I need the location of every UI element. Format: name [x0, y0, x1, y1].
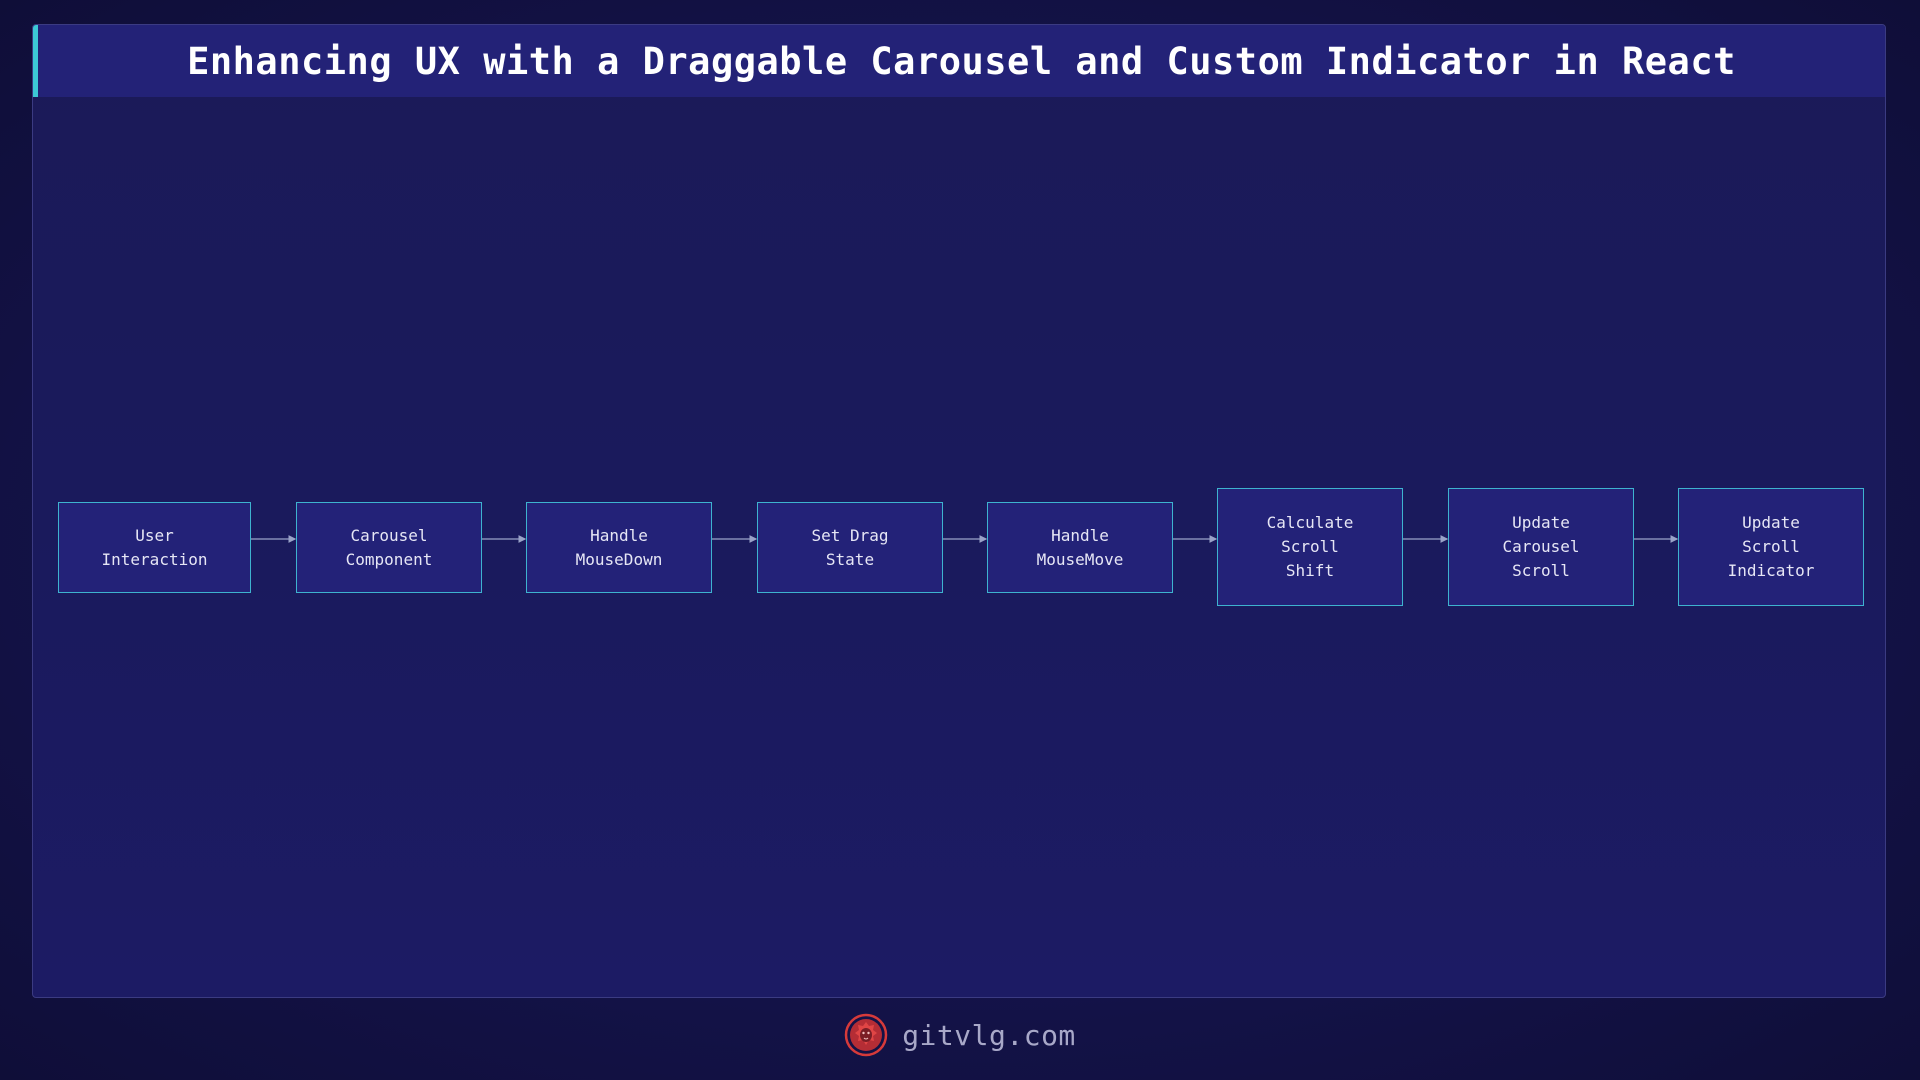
node-label: User Interaction: [101, 525, 208, 569]
node-label: Set Drag State: [811, 525, 889, 569]
flow-diagram: User Interaction Carousel Component Handle…: [33, 25, 1885, 997]
title-bar: Enhancing UX with a Draggable Carousel a…: [33, 25, 1885, 97]
node-label: Carousel Component: [345, 525, 433, 569]
page-title: Enhancing UX with a Draggable Carousel a…: [187, 39, 1736, 83]
node-label: Update Scroll Indicator: [1727, 513, 1815, 580]
diagram-panel: Enhancing UX with a Draggable Carousel a…: [32, 24, 1886, 998]
node-set-drag-state: Set Drag State: [757, 502, 943, 593]
node-label: Update Carousel Scroll: [1502, 513, 1580, 580]
flow-edges: [251, 535, 1679, 543]
node-handle-mousemove: Handle MouseMove: [987, 502, 1173, 593]
node-label: Handle MouseMove: [1036, 525, 1124, 569]
node-label: Calculate Scroll Shift: [1266, 513, 1354, 580]
brand-url[interactable]: gitvlg.com: [902, 1018, 1076, 1052]
node-update-scroll-indicator: Update Scroll Indicator: [1678, 488, 1864, 606]
node-user-interaction: User Interaction: [58, 502, 251, 593]
footer: gitvlg.com: [0, 1010, 1920, 1060]
node-update-carousel-scroll: Update Carousel Scroll: [1448, 488, 1634, 606]
node-carousel-component: Carousel Component: [296, 502, 482, 593]
node-label: Handle MouseDown: [575, 525, 663, 569]
node-calculate-scroll-shift: Calculate Scroll Shift: [1217, 488, 1403, 606]
lion-logo-icon: [844, 1013, 888, 1057]
node-handle-mousedown: Handle MouseDown: [526, 502, 712, 593]
